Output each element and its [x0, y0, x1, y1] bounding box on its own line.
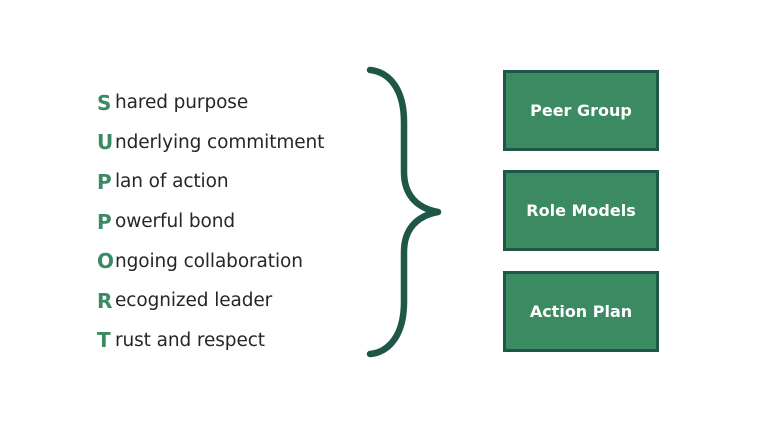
acrostic-initial: U — [97, 130, 114, 155]
acrostic-item-plan-of-action: P lan of action — [97, 162, 324, 202]
acrostic-item-powerful-bond: P owerful bond — [97, 202, 324, 242]
acrostic-text: rust and respect — [115, 329, 265, 351]
role-models-box: Role Models — [503, 170, 659, 251]
acrostic-initial: P — [97, 169, 112, 194]
acrostic-text: nderlying commitment — [115, 131, 325, 153]
acrostic-initial: S — [97, 90, 112, 115]
acrostic-item-shared-purpose: S hared purpose — [97, 83, 324, 123]
peer-group-box: Peer Group — [503, 70, 659, 151]
acrostic-initial: O — [97, 249, 114, 274]
acrostic-item-underlying-commitment: U nderlying commitment — [97, 123, 324, 163]
acrostic-initial: P — [97, 209, 112, 234]
acrostic-text: ngoing collaboration — [115, 250, 303, 272]
curly-brace-connector — [366, 66, 442, 358]
acrostic-item-trust-and-respect: T rust and respect — [97, 321, 324, 361]
acrostic-item-ongoing-collaboration: O ngoing collaboration — [97, 241, 324, 281]
acrostic-text: hared purpose — [115, 92, 249, 114]
acrostic-initial: T — [97, 328, 111, 353]
support-acrostic-list: S hared purpose U nderlying commitment P… — [97, 83, 324, 360]
acrostic-text: ecognized leader — [115, 290, 273, 312]
acrostic-text: owerful bond — [115, 211, 236, 233]
acrostic-text: lan of action — [115, 171, 229, 193]
acrostic-item-recognized-leader: R ecognized leader — [97, 281, 324, 321]
action-plan-box: Action Plan — [503, 271, 659, 352]
acrostic-initial: R — [97, 288, 113, 313]
